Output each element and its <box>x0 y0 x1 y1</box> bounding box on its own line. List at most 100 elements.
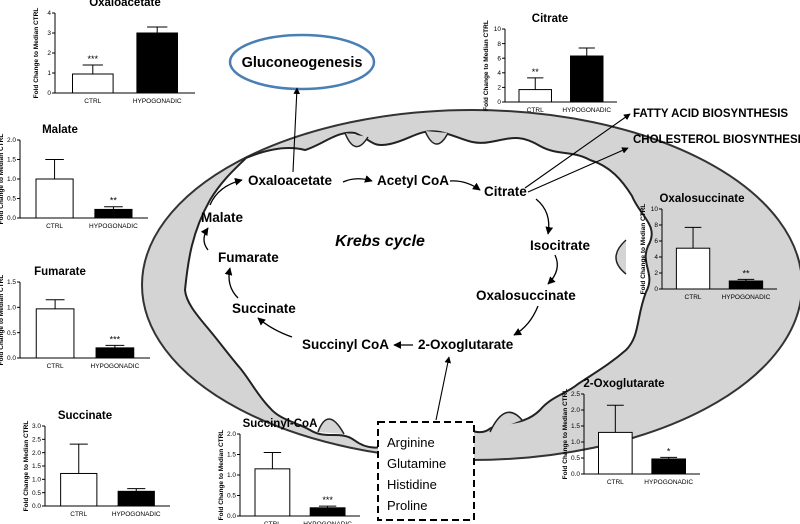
crista <box>424 130 449 145</box>
bar-ctrl <box>60 472 98 507</box>
y-axis-label: Fold Change to Median CTRL <box>640 204 647 295</box>
bar-hypogonadic <box>94 208 133 219</box>
fatty-acid-label: FATTY ACID BIOSYNTHESIS <box>633 108 788 120</box>
x-tick-label: HYPOGONADIC <box>91 363 140 370</box>
bar-hypogonadic <box>728 280 764 290</box>
significance-marker: *** <box>88 54 99 64</box>
metabolite-oxalosuccinate: Oxalosuccinate <box>476 288 576 303</box>
chart-title: 2-Oxoglutarate <box>583 378 664 390</box>
arrow-acetylcoa-citrate <box>449 180 481 191</box>
y-tick-label: 0 <box>47 90 51 97</box>
y-tick-label: 3.0 <box>32 423 41 430</box>
significance-marker: ** <box>110 196 118 206</box>
y-axis-label: Fold Change to Median CTRL <box>218 430 225 521</box>
gluconeogenesis-oval <box>228 33 376 91</box>
arrow-citrate-isocitrate <box>535 198 554 235</box>
inner-membrane <box>183 130 653 449</box>
y-tick-label: 8 <box>497 41 501 48</box>
y-tick-label: 2 <box>47 50 51 57</box>
y-tick-label: 0.5 <box>7 196 16 203</box>
arrow-to-cholesterol <box>527 147 629 193</box>
x-tick-label: CTRL <box>607 479 624 486</box>
chart-title: Malate <box>42 124 78 136</box>
significance-marker: ** <box>742 268 750 278</box>
arrow-succinylcoa-succinate <box>257 317 293 338</box>
x-tick-label: CTRL <box>70 511 87 518</box>
significance-marker: *** <box>322 495 333 505</box>
y-tick-label: 2.0 <box>7 137 16 144</box>
x-tick-label: CTRL <box>685 294 702 301</box>
y-tick-label: 6 <box>654 238 658 245</box>
x-tick-label: HYPOGONADIC <box>644 479 693 486</box>
cycle-arrows <box>200 175 558 349</box>
metabolite-fumarate: Fumarate <box>218 250 279 265</box>
y-tick-label: 2.5 <box>32 437 41 444</box>
amino-acid-glutamine: Glutamine <box>387 456 446 471</box>
gluconeogenesis-label: Gluconeogenesis <box>242 55 363 71</box>
arrow-from-amino-acids <box>435 356 452 421</box>
amino-acid-box <box>377 421 475 521</box>
metabolite-isocitrate: Isocitrate <box>530 238 591 253</box>
crista <box>344 132 369 148</box>
x-tick-label: CTRL <box>47 363 64 370</box>
chart-title: Succinate <box>58 410 112 422</box>
y-tick-label: 10 <box>494 26 502 33</box>
arrow-malate-oxaloacetate <box>209 177 243 206</box>
x-tick-label: CTRL <box>46 223 63 230</box>
x-tick-label: CTRL <box>84 98 101 105</box>
significance-marker: * <box>667 446 671 456</box>
metabolite-2-oxoglutarate: 2-Oxoglutarate <box>418 337 514 352</box>
bar-hypogonadic <box>95 347 135 359</box>
y-tick-label: 0.5 <box>227 493 236 500</box>
x-tick-label: HYPOGONADIC <box>562 107 611 114</box>
y-tick-label: 2.5 <box>571 391 580 398</box>
y-tick-label: 1.5 <box>7 279 16 286</box>
y-tick-label: 1.0 <box>227 472 236 479</box>
y-tick-label: 0.0 <box>7 215 16 222</box>
y-axis-label: Fold Change to Median CTRL <box>483 20 490 111</box>
x-tick-label: HYPOGONADIC <box>133 98 182 105</box>
y-tick-label: 0.5 <box>571 455 580 462</box>
y-tick-label: 4 <box>497 70 501 77</box>
crista <box>317 418 345 435</box>
y-axis-label: Fold Change to Median CTRL <box>33 8 40 99</box>
bar-hypogonadic <box>309 507 346 517</box>
y-tick-label: 1.5 <box>32 463 41 470</box>
y-tick-label: 1.5 <box>571 423 580 430</box>
y-tick-label: 1.0 <box>32 477 41 484</box>
metabolite-succinyl-coa: Succinyl CoA <box>302 337 389 352</box>
bar-ctrl <box>254 468 291 517</box>
y-tick-label: 4 <box>654 254 658 261</box>
metabolite-citrate: Citrate <box>484 184 527 199</box>
arrow-succinate-fumarate <box>224 267 239 299</box>
bar-ctrl <box>675 247 711 290</box>
x-tick-label: CTRL <box>527 107 544 114</box>
bar-ctrl <box>72 73 114 94</box>
chart-title: Oxalosuccinate <box>659 193 744 205</box>
y-tick-label: 1.5 <box>227 452 236 459</box>
arrow-to-fatty-acid <box>524 113 631 189</box>
cholesterol-label: CHOLESTEROL BIOSYNTHESIS <box>633 134 800 146</box>
y-tick-label: 2.0 <box>32 450 41 457</box>
arrow-to-gluconeogenesis <box>292 87 301 173</box>
bar-hypogonadic <box>136 32 178 94</box>
metabolite-succinate: Succinate <box>232 301 296 316</box>
chart-title: Succinyl-CoA <box>243 418 318 430</box>
x-tick-label: HYPOGONADIC <box>89 223 138 230</box>
amino-acid-arginine: Arginine <box>387 435 435 450</box>
y-tick-label: 0 <box>497 99 501 106</box>
y-tick-label: 2.0 <box>227 431 236 438</box>
chart-title: Oxaloacetate <box>89 0 161 9</box>
y-tick-label: 2 <box>497 85 501 92</box>
mitochondrion <box>141 109 800 461</box>
arrow-fumarate-malate <box>200 227 209 251</box>
bar-hypogonadic <box>570 55 604 103</box>
y-tick-label: 2 <box>654 270 658 277</box>
